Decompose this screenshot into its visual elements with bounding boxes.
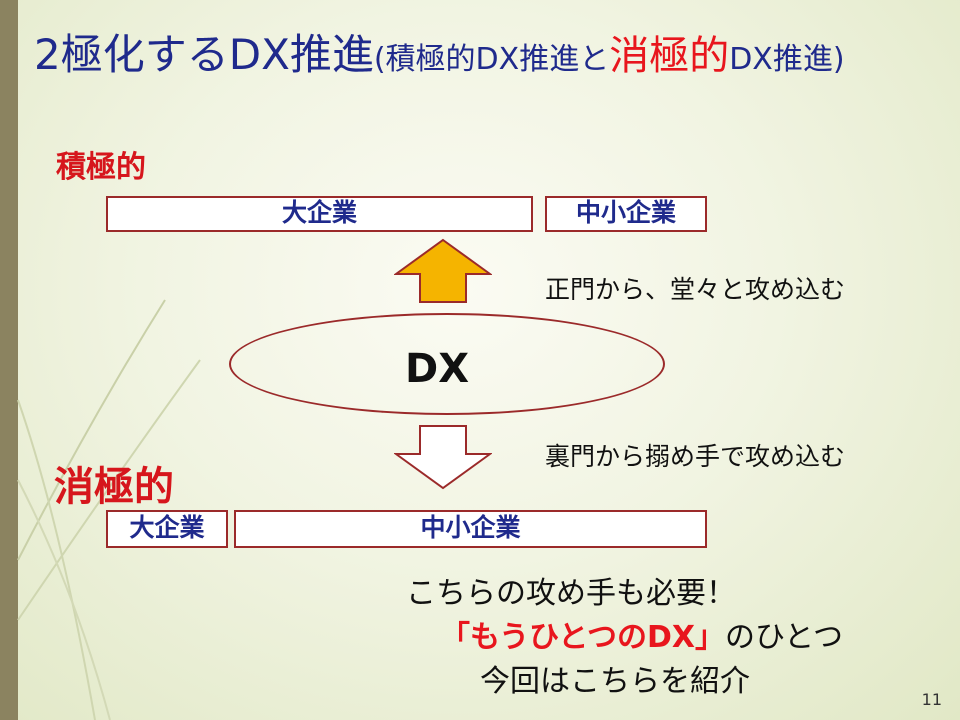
another-dx-highlight: 「もうひとつのDX」: [440, 620, 726, 655]
positive-note: 正門から、堂々と攻め込む: [545, 275, 846, 304]
title-paren-open: (積極的DX推進と: [373, 42, 610, 77]
bottom-line-2: 「もうひとつのDX」のひとつ: [440, 612, 843, 656]
up-arrow: [394, 238, 492, 303]
left-accent-bar: [0, 0, 18, 720]
slide-title: 2極化するDX推進(積極的DX推進と消極的DX推進): [34, 33, 845, 79]
negative-note: 裏門から搦め手で攻め込む: [545, 442, 846, 471]
title-main: 2極化するDX推進: [34, 30, 374, 79]
down-arrow: [394, 425, 492, 490]
page-number: 11: [921, 690, 942, 709]
positive-label: 積極的: [56, 150, 146, 185]
bottom-line-2-rest: のひとつ: [725, 620, 843, 655]
dx-ellipse: [229, 313, 665, 415]
bottom-line-3: 今回はこちらを紹介: [480, 664, 750, 699]
negative-large-company-box: 大企業: [106, 510, 228, 548]
title-paren-red: 消極的: [609, 33, 730, 79]
bottom-line-1: こちらの攻め手も必要！: [406, 576, 736, 611]
positive-large-company-box: 大企業: [106, 196, 533, 232]
negative-label: 消極的: [54, 464, 174, 510]
negative-small-company-box: 中小企業: [234, 510, 707, 548]
title-paren-close: DX推進): [729, 42, 845, 77]
dx-label: DX: [405, 346, 470, 392]
positive-small-company-box: 中小企業: [545, 196, 707, 232]
